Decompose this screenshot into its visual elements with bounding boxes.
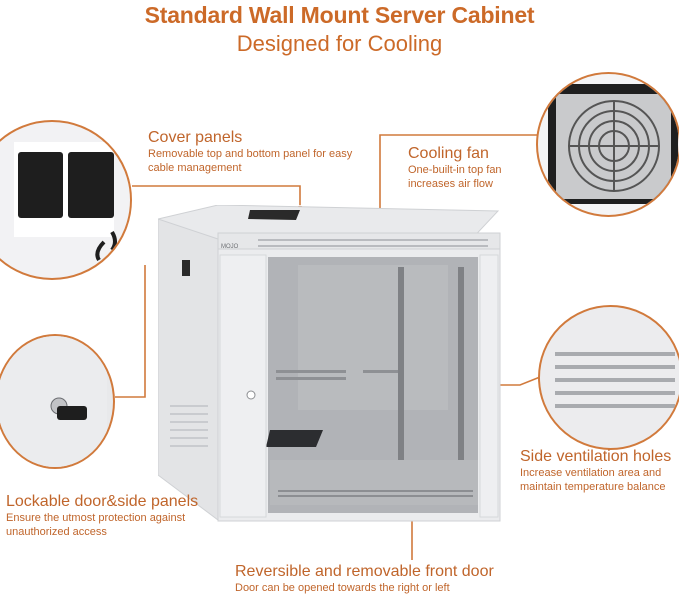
page-title: Standard Wall Mount Server Cabinet: [144, 2, 535, 28]
feature-title: Cover panels: [148, 129, 243, 146]
lock-detail-image: [0, 334, 115, 469]
feature-side-vent: Side ventilation holes Increase ventilat…: [520, 447, 678, 494]
feature-title: Lockable door&side panels: [6, 493, 199, 510]
feature-cover-panels: Cover panels Removable top and bottom pa…: [148, 128, 368, 175]
feature-desc: One-built-in top fan increases air flow: [408, 164, 502, 190]
feature-title: Reversible and removable front door: [235, 563, 494, 580]
cooling-fan-detail-image: [536, 72, 679, 217]
feature-desc: Increase ventilation area and maintain t…: [520, 467, 666, 493]
side-vent-detail-image: [538, 305, 679, 450]
feature-desc: Removable top and bottom panel for easy …: [148, 148, 353, 174]
feature-title: Cooling fan: [408, 145, 489, 162]
server-cabinet-illustration: MOJO: [158, 205, 501, 522]
feature-desc: Door can be opened towards the right or …: [235, 582, 450, 594]
page-subtitle: Designed for Cooling: [236, 31, 443, 56]
feature-desc: Ensure the utmost protection against una…: [6, 512, 186, 538]
brand-label: MOJO: [221, 244, 239, 250]
feature-title: Side ventilation holes: [520, 448, 672, 465]
feature-lockable: Lockable door&side panels Ensure the utm…: [6, 492, 216, 539]
cover-panel-detail-image: [0, 120, 132, 280]
feature-front-door: Reversible and removable front door Door…: [235, 562, 535, 595]
feature-cooling-fan: Cooling fan One-built-in top fan increas…: [408, 144, 533, 191]
